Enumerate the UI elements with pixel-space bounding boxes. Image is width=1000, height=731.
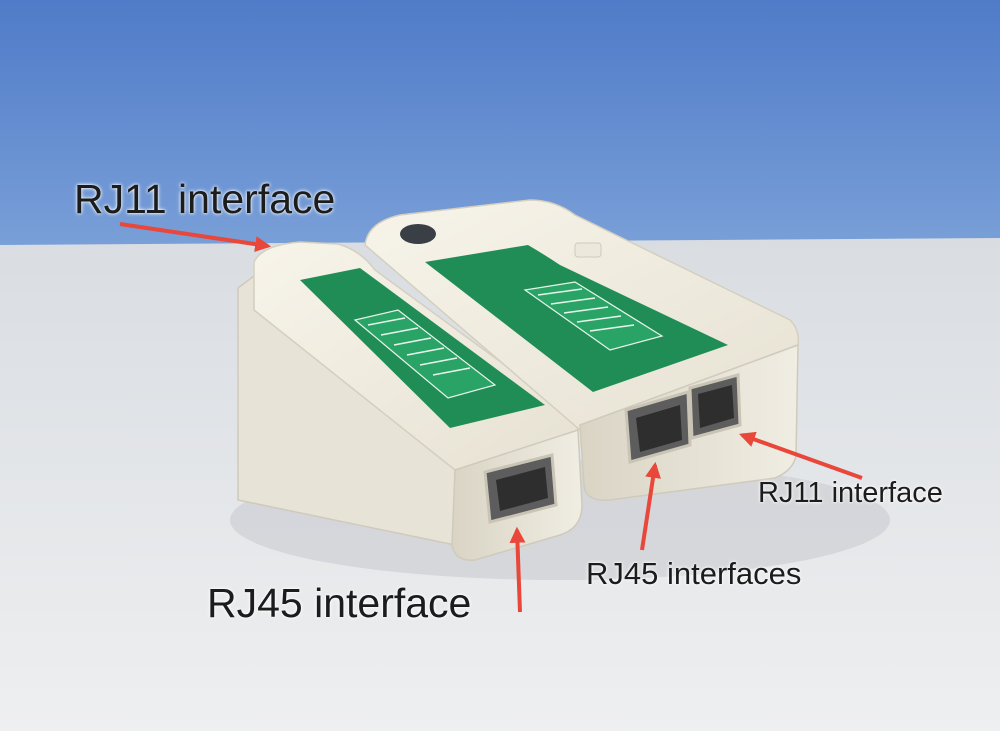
arrow-rj45-right <box>640 461 661 551</box>
power-button <box>400 224 436 244</box>
arrow-rj11-left <box>119 222 272 253</box>
master-unit <box>364 199 800 501</box>
annotation-rj11-left: RJ11 interface <box>74 176 336 222</box>
arrow-rj45-left <box>509 526 526 613</box>
annotation-rj45-right: RJ45 interfaces <box>586 556 802 591</box>
arrow-rj11-right <box>738 431 863 480</box>
annotation-rj45-left: RJ45 interface <box>207 580 472 626</box>
annotation-rj11-right: RJ11 interface <box>758 477 943 509</box>
remote-unit <box>237 241 583 561</box>
